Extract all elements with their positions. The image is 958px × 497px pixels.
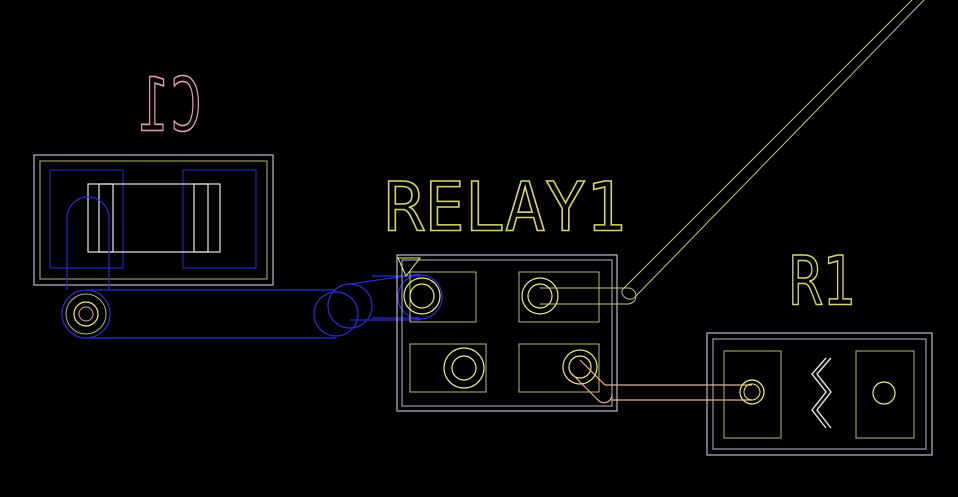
c1-pad-left[interactable]	[49, 169, 124, 269]
relay1-component[interactable]: RELAY1	[383, 168, 637, 412]
diagonal-trace[interactable]	[621, 0, 925, 300]
c1-to-relay-trace[interactable]	[86, 273, 443, 339]
c1-body-outline	[33, 154, 274, 286]
r1-body-outline	[706, 332, 933, 456]
r1-component[interactable]: R1	[706, 242, 933, 456]
r1-designator-label: R1	[789, 243, 855, 322]
relay1-pad-3[interactable]	[409, 343, 487, 393]
relay1-pad-2[interactable]	[518, 271, 600, 323]
relay1-designator-label: RELAY1	[384, 169, 626, 248]
c1-trace-leg[interactable]	[66, 196, 110, 290]
c1-component[interactable]: C1	[33, 62, 274, 339]
r1-zigzag-symbol	[811, 357, 827, 429]
r1-pad-left[interactable]	[723, 350, 782, 439]
relay-to-r1-trace[interactable]	[569, 359, 752, 404]
relay1-pin1-marker	[397, 257, 422, 277]
relay1-pad-4[interactable]	[518, 343, 600, 393]
svg-text:C1: C1	[138, 63, 202, 149]
c1-designator-label: C1	[137, 62, 203, 150]
c1-pad-right[interactable]	[182, 169, 257, 269]
relay1-pad-1[interactable]	[403, 271, 477, 323]
c1-body-block	[87, 183, 221, 253]
relay1-pad2-trace[interactable]	[540, 287, 637, 305]
r1-pad-right[interactable]	[855, 350, 915, 439]
relay1-body-outline	[396, 254, 618, 412]
c1-via[interactable]	[61, 289, 111, 339]
